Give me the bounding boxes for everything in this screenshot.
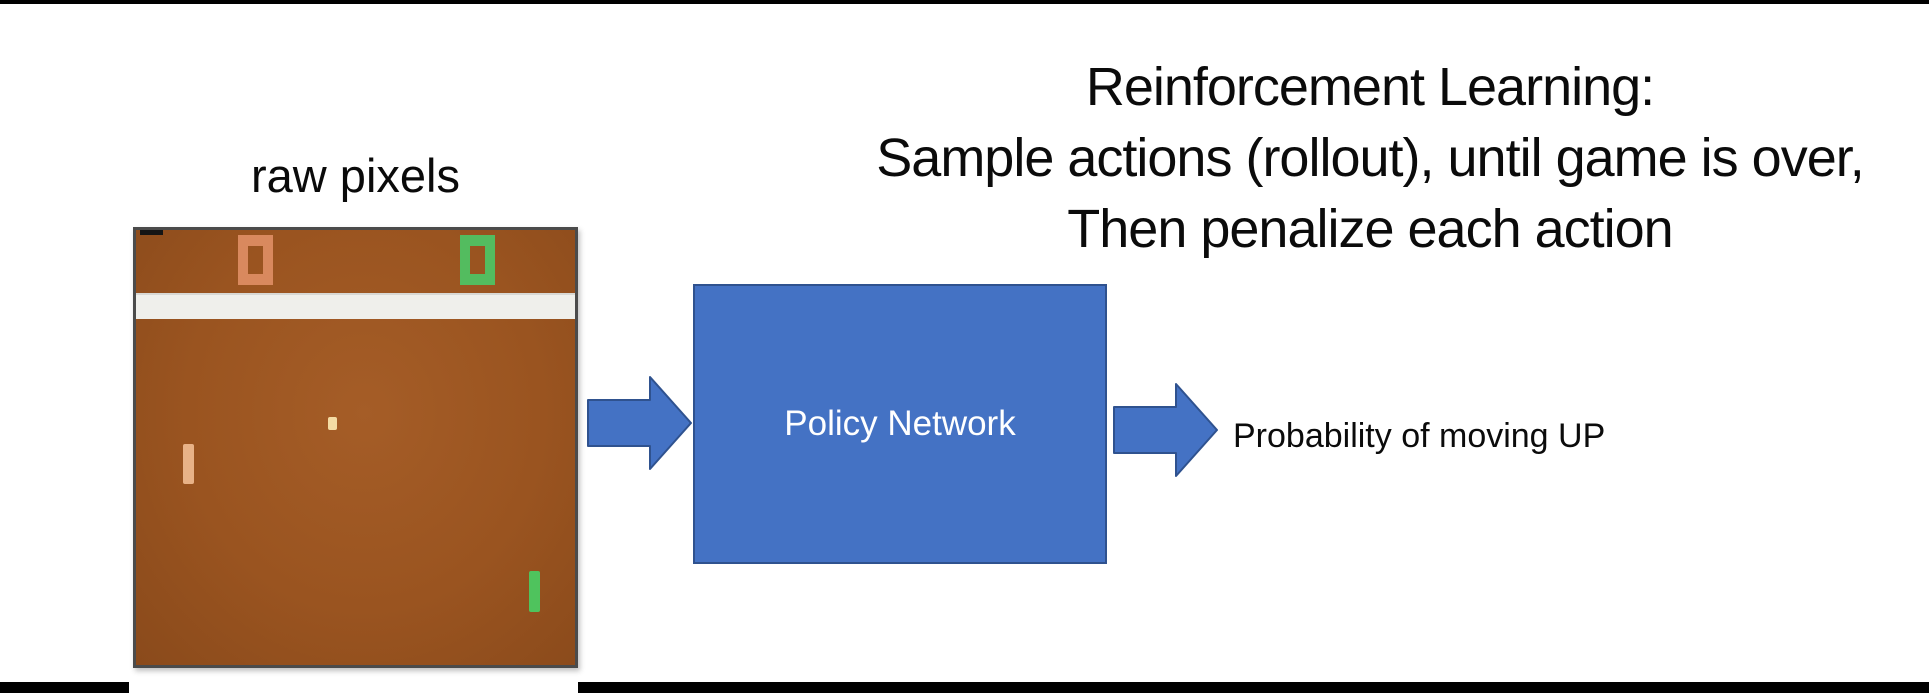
pong-ball — [328, 417, 337, 430]
pong-image-white-margin — [129, 667, 578, 693]
policy-network-label: Policy Network — [784, 404, 1016, 443]
input-arrow-shape — [587, 376, 692, 470]
pong-top-wall-notch — [140, 230, 163, 235]
pong-white-band — [136, 293, 575, 319]
raw-pixels-caption: raw pixels — [251, 149, 460, 202]
pong-left-paddle — [183, 444, 194, 484]
policy-network-box: Policy Network — [693, 284, 1107, 564]
top-letterbox-bar — [0, 0, 1929, 4]
pong-right-score-zero — [460, 235, 495, 285]
output-arrow-icon — [1113, 383, 1218, 477]
pong-left-score-zero — [238, 235, 273, 285]
headline-text: Reinforcement Learning: Sample actions (… — [790, 52, 1929, 265]
headline-line-3: Then penalize each action — [1067, 199, 1673, 259]
output-arrow-shape — [1113, 383, 1218, 477]
headline-line-2: Sample actions (rollout), until game is … — [876, 128, 1864, 188]
headline-line-1: Reinforcement Learning: — [1085, 57, 1655, 117]
bottom-letterbox-bar — [0, 682, 1929, 693]
pong-game-screenshot — [133, 227, 578, 668]
probability-output-label: Probability of moving UP — [1233, 417, 1606, 455]
pong-right-paddle — [529, 571, 540, 612]
input-arrow-icon — [587, 376, 692, 470]
